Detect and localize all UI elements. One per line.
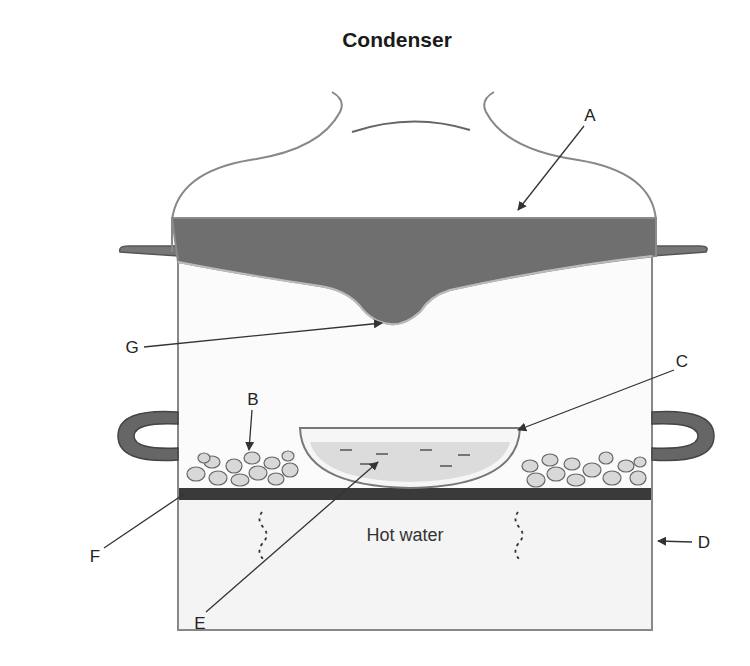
rim-handle xyxy=(120,246,178,256)
callout-letter: C xyxy=(676,352,688,372)
callout-letter: F xyxy=(90,547,100,567)
diagram-title: Condenser xyxy=(342,28,452,52)
water-ripples xyxy=(340,450,470,466)
callout-letter: G xyxy=(125,338,138,358)
callout-letter: D xyxy=(698,533,710,553)
condenser-mouth xyxy=(352,121,470,132)
distilled-water xyxy=(310,442,510,482)
callout-letter: B xyxy=(247,390,258,410)
rim-handle xyxy=(652,246,707,256)
side-handle xyxy=(652,412,714,461)
base-plate xyxy=(179,488,651,500)
callout-letter: A xyxy=(584,106,595,126)
condenser-water xyxy=(172,218,656,324)
side-handle xyxy=(118,412,178,461)
leader-lines xyxy=(104,126,692,612)
heat-squiggle xyxy=(515,512,522,560)
heat-squiggle xyxy=(259,512,266,560)
callout-letter: E xyxy=(194,614,205,634)
hot-water-region xyxy=(179,500,651,629)
condenser-bottom xyxy=(178,256,652,324)
part-label: Hot water xyxy=(363,525,446,546)
collecting-bowl xyxy=(300,428,520,488)
